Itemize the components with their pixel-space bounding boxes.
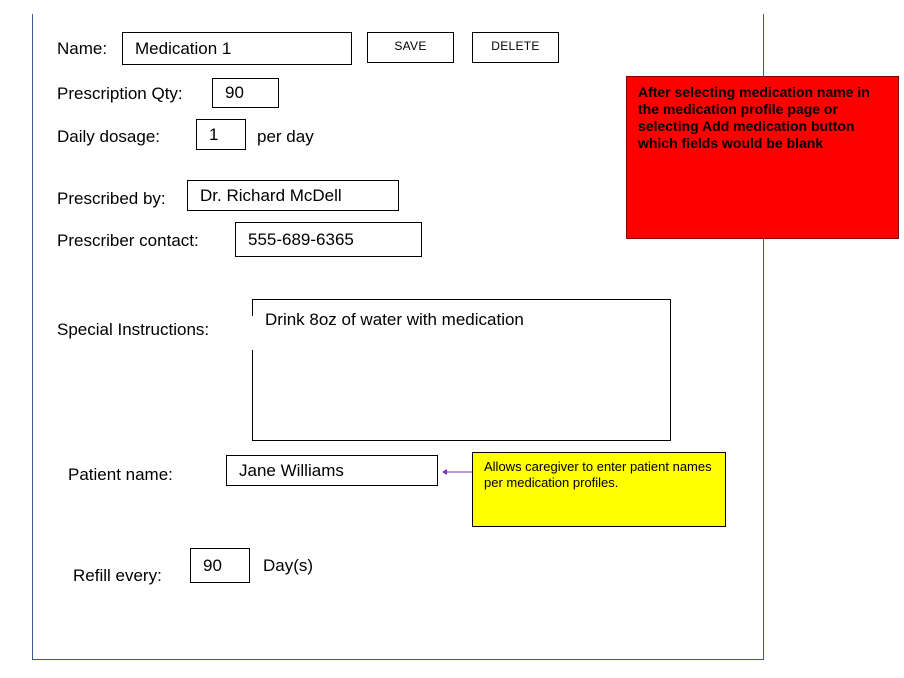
prescription-qty-label: Prescription Qty: (57, 84, 183, 103)
name-input[interactable]: Medication 1 (122, 32, 352, 65)
name-input-value: Medication 1 (135, 38, 232, 58)
annotation-arrow (442, 469, 473, 475)
daily-dosage-input[interactable]: 1 (196, 119, 246, 150)
refill-every-unit: Day(s) (263, 556, 314, 575)
delete-button[interactable]: DELETE (472, 32, 559, 63)
daily-dosage-value: 1 (209, 124, 219, 144)
prescriber-contact-input[interactable]: 555-689-6365 (235, 222, 422, 257)
special-instructions-value: Drink 8oz of water with medication (265, 310, 524, 329)
prescriber-contact-value: 555-689-6365 (248, 229, 354, 249)
patient-name-annotation-text: Allows caregiver to enter patient names … (484, 459, 712, 490)
blank-fields-annotation: After selecting medication name in the m… (626, 76, 899, 239)
patient-name-input[interactable]: Jane Williams (226, 455, 438, 486)
save-button[interactable]: SAVE (367, 32, 454, 63)
patient-name-annotation: Allows caregiver to enter patient names … (472, 452, 726, 527)
prescribed-by-input[interactable]: Dr. Richard McDell (187, 180, 399, 211)
refill-every-label: Refill every: (73, 566, 162, 585)
annotation-arrow-head (442, 469, 447, 475)
refill-every-input[interactable]: 90 (190, 548, 250, 583)
refill-every-value: 90 (203, 555, 222, 575)
prescription-qty-value: 90 (225, 83, 244, 102)
daily-dosage-label: Daily dosage: (57, 127, 161, 146)
prescription-qty-input[interactable]: 90 (212, 78, 279, 108)
name-label: Name: (57, 39, 108, 58)
special-instructions-textarea[interactable]: Drink 8oz of water with medication (252, 299, 671, 441)
prescribed-by-label: Prescribed by: (57, 189, 166, 208)
prescribed-by-value: Dr. Richard McDell (200, 185, 342, 205)
blank-fields-annotation-text: After selecting medication name in the m… (638, 84, 870, 151)
special-instructions-label: Special Instructions: (57, 320, 210, 339)
form-frame (32, 14, 764, 660)
patient-name-value: Jane Williams (239, 460, 344, 480)
patient-name-label: Patient name: (68, 465, 173, 484)
textarea-border-gap (251, 316, 254, 350)
prescriber-contact-label: Prescriber contact: (57, 231, 199, 250)
daily-dosage-unit: per day (257, 127, 314, 146)
